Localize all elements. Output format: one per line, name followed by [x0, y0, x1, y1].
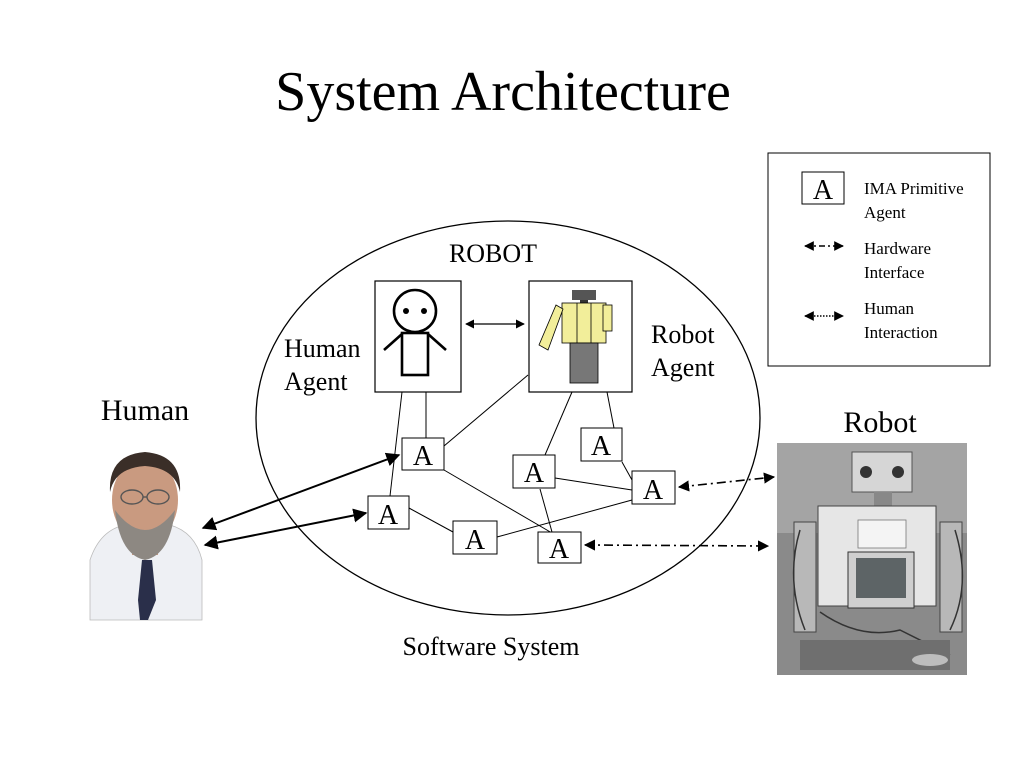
svg-text:A: A	[591, 431, 612, 462]
primitive-agent: A	[401, 437, 445, 472]
robot-label: ROBOT	[449, 239, 537, 268]
hardware-interface-arrow	[677, 472, 776, 492]
svg-text:A: A	[413, 441, 434, 472]
legend-hardware-interface-line1: Hardware	[864, 239, 931, 258]
svg-text:A: A	[643, 475, 664, 506]
human-label: Human	[101, 394, 189, 427]
software-system-boundary	[255, 220, 761, 616]
software-system-label: Software System	[403, 632, 580, 661]
robot-agent-label-line2: Agent	[651, 353, 715, 382]
legend-hardware-interface-line2: Interface	[864, 263, 924, 282]
primitive-agent: A	[631, 470, 676, 506]
legend-primitive-agent-line1: IMA Primitive	[864, 179, 964, 198]
primitive-agent: A	[452, 520, 498, 556]
primitive-agent: A	[512, 454, 556, 489]
svg-text:A: A	[524, 458, 545, 489]
slide-title: System Architecture	[275, 61, 731, 123]
robot-photo	[777, 443, 967, 675]
primitive-agent: A	[367, 495, 410, 531]
human-agent-label-line1: Human	[284, 334, 361, 363]
human-photo	[86, 443, 204, 621]
human-interaction-arrow	[203, 508, 368, 550]
legend-human-interaction-line2: Interaction	[864, 323, 938, 342]
legend: A IMA Primitive Agent Hardware Interface…	[767, 152, 991, 367]
robot-agent-box	[528, 280, 633, 393]
svg-text:A: A	[549, 534, 570, 565]
robot-figure-icon	[538, 290, 613, 384]
svg-text:A: A	[378, 500, 399, 531]
legend-primitive-agent-line2: Agent	[864, 203, 906, 222]
primitive-agent: A	[537, 531, 582, 565]
robot-agent-label-line1: Robot	[651, 320, 715, 349]
agent-connections	[389, 374, 633, 538]
svg-text:A: A	[465, 525, 486, 556]
primitive-agent: A	[580, 427, 623, 462]
hardware-interface-arrow	[583, 539, 770, 552]
legend-human-interaction-line1: Human	[864, 299, 915, 318]
legend-primitive-agent-swatch: A	[801, 171, 845, 206]
robot-side-label: Robot	[843, 406, 917, 439]
svg-text:A: A	[813, 175, 834, 206]
human-agent-label-line2: Agent	[284, 367, 348, 396]
stick-figure-icon	[383, 288, 447, 377]
human-agent-box	[374, 280, 462, 393]
